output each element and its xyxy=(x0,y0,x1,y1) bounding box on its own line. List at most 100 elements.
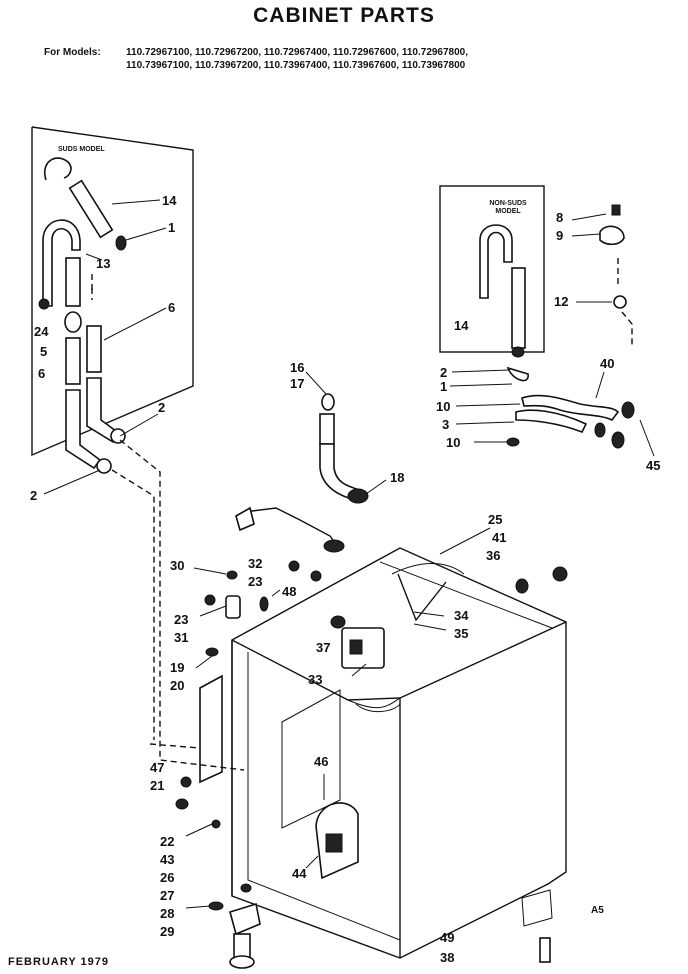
callout-33: 33 xyxy=(308,672,322,687)
callout-46: 46 xyxy=(314,754,328,769)
callout-23b: 23 xyxy=(174,612,188,627)
hose-clamp-part xyxy=(43,157,72,181)
callout-34: 34 xyxy=(454,608,469,623)
callout-1: 1 xyxy=(168,220,175,235)
models-label: For Models: xyxy=(44,47,101,58)
callout-38: 38 xyxy=(440,950,454,965)
fitting-part-45b xyxy=(611,431,625,449)
callout-16: 16 xyxy=(290,360,304,375)
model-list: For Models: 110.72967100, 110.72967200, 1… xyxy=(44,46,468,72)
suds-model-label: SUDS MODEL xyxy=(58,146,105,153)
callout-2: 2 xyxy=(158,400,165,415)
callout-40: 40 xyxy=(600,356,614,371)
callout-44: 44 xyxy=(292,866,307,881)
switch-terminal xyxy=(349,639,363,655)
callout-12: 12 xyxy=(554,294,568,309)
fitting-part-45c xyxy=(594,422,606,438)
models-line-1: 110.72967100, 110.72967200, 110.72967400… xyxy=(126,47,469,58)
callout-25: 25 xyxy=(488,512,502,527)
callout-10b: 10 xyxy=(446,435,460,450)
pad-part-28 xyxy=(208,901,224,911)
hose-segment-non-suds xyxy=(511,267,526,349)
hose-part-17 xyxy=(319,413,335,445)
callout-19: 19 xyxy=(170,660,184,675)
hose-part-32 xyxy=(323,539,345,553)
callout-9: 9 xyxy=(556,228,563,243)
callout-30: 30 xyxy=(170,558,184,573)
callout-24: 24 xyxy=(34,324,49,339)
washer-part xyxy=(310,570,322,582)
non-suds-label-line-2: MODEL xyxy=(495,208,521,215)
fitting-part-24 xyxy=(38,298,50,310)
switch-part-33 xyxy=(341,627,385,669)
hose-part-14-non-suds xyxy=(479,224,513,299)
callout-36: 36 xyxy=(486,548,500,563)
callout-arrows xyxy=(43,199,655,909)
callout-32: 32 xyxy=(248,556,262,571)
callout-6: 6 xyxy=(168,300,175,315)
clamp-part-2-non-suds xyxy=(511,346,525,358)
callout-17: 17 xyxy=(290,376,304,391)
screw-part-47 xyxy=(180,776,192,788)
callout-37: 37 xyxy=(316,640,330,655)
connector-part-1 xyxy=(115,235,127,251)
callout-49: 49 xyxy=(440,930,454,945)
hose-part-14 xyxy=(68,179,114,239)
clamp-part-10 xyxy=(506,437,520,447)
callout-8: 8 xyxy=(556,210,563,225)
callout-3: 3 xyxy=(442,417,449,432)
page-title: CABINET PARTS xyxy=(253,4,435,27)
fitting-part-45a xyxy=(621,401,635,419)
valve-part-31 xyxy=(225,595,241,619)
fitting-part-5 xyxy=(64,311,82,333)
callout-10: 10 xyxy=(436,399,450,414)
hose-part-3 xyxy=(515,409,588,434)
hose-segment-b xyxy=(65,337,81,385)
callout-43: 43 xyxy=(160,852,174,867)
callout-21: 21 xyxy=(150,778,164,793)
screw-part-21 xyxy=(175,798,189,810)
models-line-2: 110.73967100, 110.73967200, 110.73967400… xyxy=(126,60,466,71)
callout-45: 45 xyxy=(646,458,660,473)
callout-41: 41 xyxy=(492,530,506,545)
screw-part-22 xyxy=(211,819,221,829)
non-suds-label-line-1: NON-SUDS xyxy=(489,200,527,207)
leveling-foot xyxy=(229,955,255,969)
callout-14: 14 xyxy=(162,193,177,208)
screw-part-30 xyxy=(226,570,238,580)
callout-20: 20 xyxy=(170,678,184,693)
clip-part-12 xyxy=(613,295,627,309)
leg-part-38 xyxy=(539,937,551,963)
hose-end-part xyxy=(235,506,255,532)
suds-model-inset xyxy=(31,126,194,474)
callout-2c: 2 xyxy=(440,365,447,380)
nut-part-41 xyxy=(552,566,568,582)
hose-part-13 xyxy=(42,219,81,307)
callout-26: 26 xyxy=(160,870,174,885)
callout-14b: 14 xyxy=(454,318,469,333)
bracket-part-9 xyxy=(599,225,625,246)
leg-bracket-part-29 xyxy=(229,902,261,936)
clamp-part-2b xyxy=(110,428,126,444)
callout-48: 48 xyxy=(282,584,296,599)
non-suds-model-inset xyxy=(439,185,635,449)
callout-31: 31 xyxy=(174,630,188,645)
callout-29: 29 xyxy=(160,924,174,939)
bracket-part-20 xyxy=(199,674,223,784)
callout-6b: 6 xyxy=(38,366,45,381)
screw-part-19 xyxy=(205,647,219,657)
callout-2b: 2 xyxy=(30,488,37,503)
elbow-part-1 xyxy=(506,366,529,382)
knob-part-37 xyxy=(330,615,346,629)
callout-22: 22 xyxy=(160,834,174,849)
screw-part-23a xyxy=(288,560,300,572)
hose-part-40 xyxy=(521,394,620,422)
hose-part-6 xyxy=(86,325,102,373)
screw-part-8 xyxy=(611,204,621,216)
coupling-part-18 xyxy=(347,488,369,504)
clamp-part-16 xyxy=(321,393,335,411)
callout-18: 18 xyxy=(390,470,404,485)
non-suds-model-label: NON-SUDS MODEL xyxy=(476,200,540,216)
hose-segment xyxy=(65,257,81,307)
